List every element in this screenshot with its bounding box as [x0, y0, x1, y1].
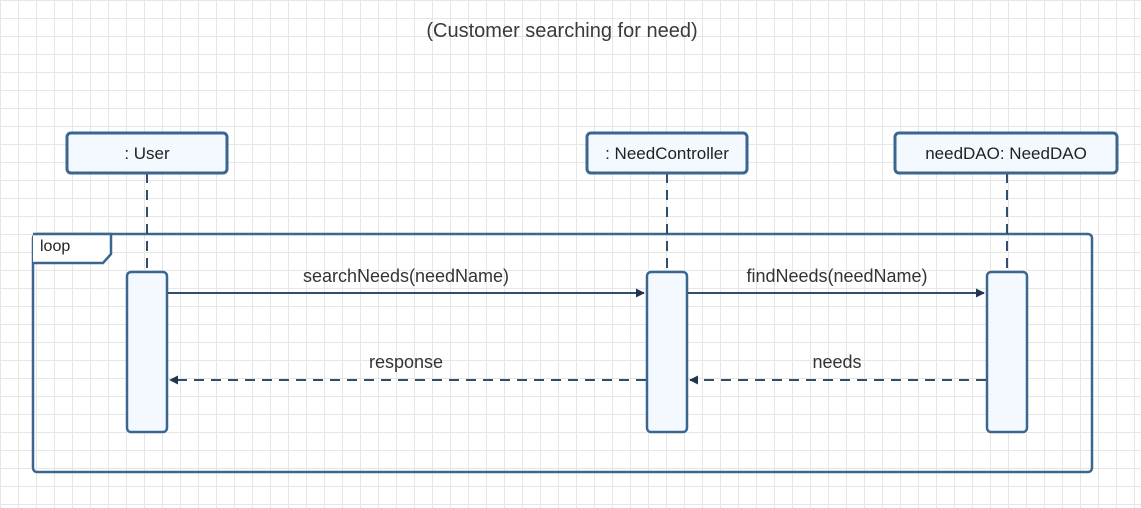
return-response[interactable]: response — [169, 352, 646, 385]
lifeline-need-dao-head[interactable] — [893, 131, 1119, 175]
diagram-title: (Customer searching for need) — [426, 20, 697, 42]
loop-operator-label: loop — [40, 238, 70, 255]
activation-bar-user[interactable] — [125, 270, 169, 434]
lifeline-user-label: : User — [124, 144, 170, 163]
lifeline-user[interactable]: : User — [65, 131, 229, 434]
activation-bar-need-dao[interactable] — [985, 270, 1029, 434]
lifeline-need-controller-label: : NeedController — [605, 144, 729, 163]
return-needs-label: needs — [812, 352, 861, 372]
return-needs[interactable]: needs — [689, 352, 986, 385]
message-search-needs-label: searchNeeds(needName) — [303, 266, 509, 286]
message-search-needs[interactable]: searchNeeds(needName) — [168, 266, 645, 298]
lifeline-need-dao[interactable]: needDAO: NeedDAO — [893, 131, 1119, 434]
loop-operator-tab — [33, 232, 113, 265]
loop-fragment: loop — [31, 232, 1094, 474]
lifeline-need-controller[interactable]: : NeedController — [585, 131, 749, 434]
lifeline-need-controller-head[interactable] — [585, 131, 749, 175]
message-find-needs-label: findNeeds(needName) — [746, 266, 927, 286]
lifeline-user-head[interactable] — [65, 131, 229, 175]
return-response-label: response — [369, 352, 443, 372]
message-find-needs[interactable]: findNeeds(needName) — [688, 266, 985, 298]
lifeline-need-dao-label: needDAO: NeedDAO — [925, 144, 1087, 163]
loop-frame — [31, 232, 1094, 474]
activation-bar-need-controller[interactable] — [645, 270, 689, 434]
